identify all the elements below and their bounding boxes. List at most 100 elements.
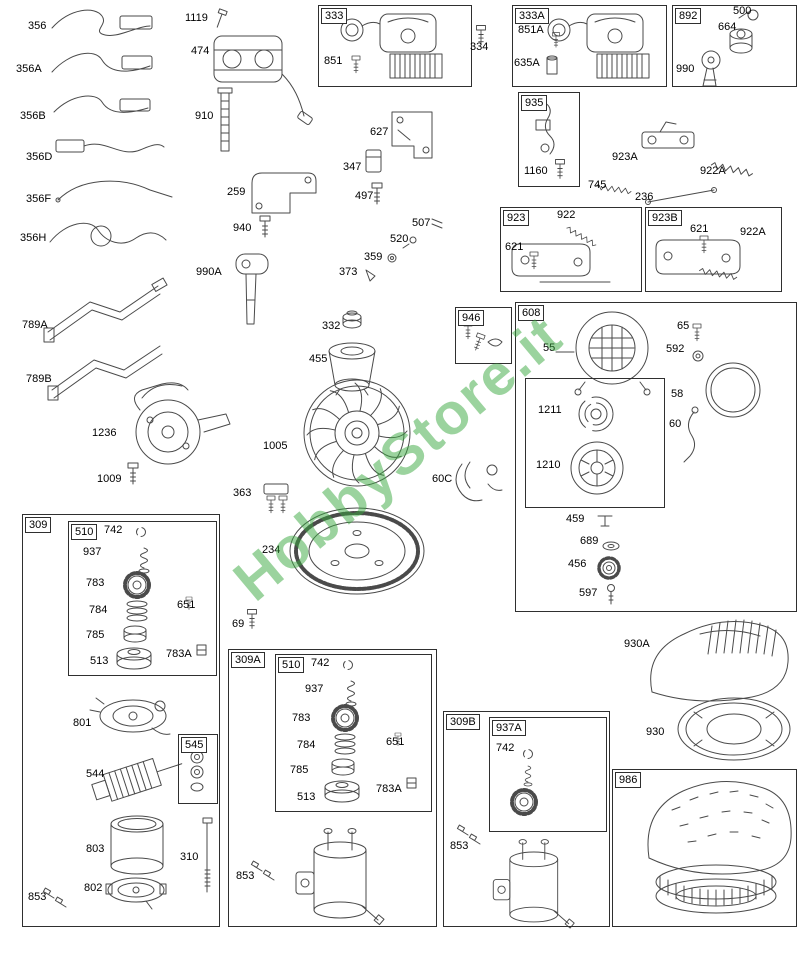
part-label-651: 651 (177, 599, 196, 611)
part-label-356A: 356A (16, 63, 42, 75)
wire-356D-drawing (55, 139, 165, 153)
hardware-946-drawing (463, 321, 503, 352)
part-label-58: 58 (671, 388, 684, 400)
grommet-359-drawing (387, 253, 397, 263)
part-label-69: 69 (232, 618, 245, 630)
part-label-784: 784 (89, 604, 108, 616)
drive-801-drawing (89, 697, 171, 735)
wire-356B-drawing (53, 95, 151, 113)
fan-1005-drawing (303, 379, 411, 487)
part-label-937: 937 (305, 683, 324, 695)
coil-333A-drawing (546, 13, 650, 79)
part-label-651: 651 (386, 736, 405, 748)
part-label-474: 474 (191, 45, 210, 57)
part-label-923A: 923A (612, 151, 638, 163)
part-label-990: 990 (676, 63, 695, 75)
bracket-923A-drawing (641, 121, 695, 149)
part-label-1211: 1211 (538, 404, 562, 416)
group-box-892: 892 (672, 5, 797, 87)
part-label-689: 689 (580, 535, 599, 547)
part-label-853: 853 (28, 891, 47, 903)
clutch-stack-510-drawing (116, 527, 207, 670)
blower-housing-930A-drawing (650, 619, 789, 702)
group-box (525, 378, 665, 508)
group-box-label-333: 333 (321, 8, 348, 24)
part-373-drawing (365, 269, 376, 282)
group-box-label-510: 510 (71, 524, 98, 540)
part-label-930: 930 (646, 726, 665, 738)
bracket-935-drawing (535, 101, 565, 179)
part-label-236: 236 (635, 191, 654, 203)
part-label-990A: 990A (196, 266, 222, 278)
bracket-259-drawing (251, 172, 317, 214)
part-label-234: 234 (262, 544, 281, 556)
wire-356-drawing (51, 9, 153, 36)
group-box-510: 510 (68, 521, 217, 676)
part-label-783: 783 (292, 712, 311, 724)
part-label-592: 592 (666, 343, 685, 355)
plate-627-drawing (391, 111, 433, 159)
part-label-621: 621 (690, 223, 709, 235)
group-box-label-892: 892 (675, 8, 702, 24)
part-label-1119: 1119 (185, 12, 208, 24)
group-box-923B: 923B (645, 207, 782, 292)
part-label-513: 513 (90, 655, 109, 667)
group-box-946: 946 (455, 307, 512, 364)
part-label-853: 853 (236, 870, 255, 882)
part-label-789A: 789A (22, 319, 48, 331)
governor-923B-drawing (655, 235, 741, 281)
part-label-497: 497 (355, 190, 374, 202)
part-label-789B: 789B (26, 373, 52, 385)
group-box-label-333A: 333A (515, 8, 549, 24)
group-box-309: 309 (22, 514, 220, 927)
coil-333-drawing (340, 13, 443, 79)
part-label-1236: 1236 (92, 427, 117, 439)
switch-892-drawing (701, 9, 759, 87)
part-label-507: 507 (412, 217, 431, 229)
part-520-drawing (402, 236, 417, 249)
part-label-1005: 1005 (263, 440, 288, 452)
part-label-851: 851 (324, 55, 343, 67)
part-label-930A: 930A (624, 638, 650, 650)
clip-60C-drawing (455, 461, 503, 502)
group-box-937A: 937A (489, 717, 607, 832)
part-label-60: 60 (669, 418, 682, 430)
group-box-label-309: 309 (25, 517, 52, 533)
part-label-373: 373 (339, 266, 358, 278)
part-label-745: 745 (588, 179, 607, 191)
part-label-664: 664 (718, 21, 737, 33)
group-box-label-608: 608 (518, 305, 545, 321)
part-label-742: 742 (311, 657, 330, 669)
part-label-742: 742 (496, 742, 515, 754)
alternator-1236-drawing (134, 382, 231, 465)
part-label-784: 784 (297, 739, 316, 751)
group-box-label-923B: 923B (648, 210, 682, 226)
part-label-65: 65 (677, 320, 690, 332)
rewind-starter-608-drawing (555, 311, 761, 605)
part-label-332: 332 (322, 320, 341, 332)
part-label-513: 513 (297, 791, 316, 803)
group-box-309A: 309A (228, 649, 437, 927)
group-box-label-510: 510 (278, 657, 305, 673)
wire-356A-drawing (51, 52, 153, 73)
part-label-363: 363 (233, 487, 252, 499)
bracket-789B-drawing (47, 345, 163, 401)
clutch-stack-510b-drawing (324, 660, 417, 803)
part-label-910: 910 (195, 110, 214, 122)
group-box-923: 923 (500, 207, 642, 292)
group-box-986: 986 (612, 769, 797, 927)
group-box-608: 608 (515, 302, 797, 612)
part-label-356B: 356B (20, 110, 46, 122)
group-box-label-309B: 309B (446, 714, 480, 730)
group-box-510: 510 (275, 654, 432, 812)
group-box-label-923: 923 (503, 210, 530, 226)
group-box-label-309A: 309A (231, 652, 265, 668)
part-label-1009: 1009 (97, 473, 122, 485)
part-label-310: 310 (180, 851, 199, 863)
group-box-935: 935 (518, 92, 580, 187)
part-label-359: 359 (364, 251, 383, 263)
group-box-545: 545 (178, 734, 218, 804)
wire-356H-drawing (49, 222, 167, 247)
